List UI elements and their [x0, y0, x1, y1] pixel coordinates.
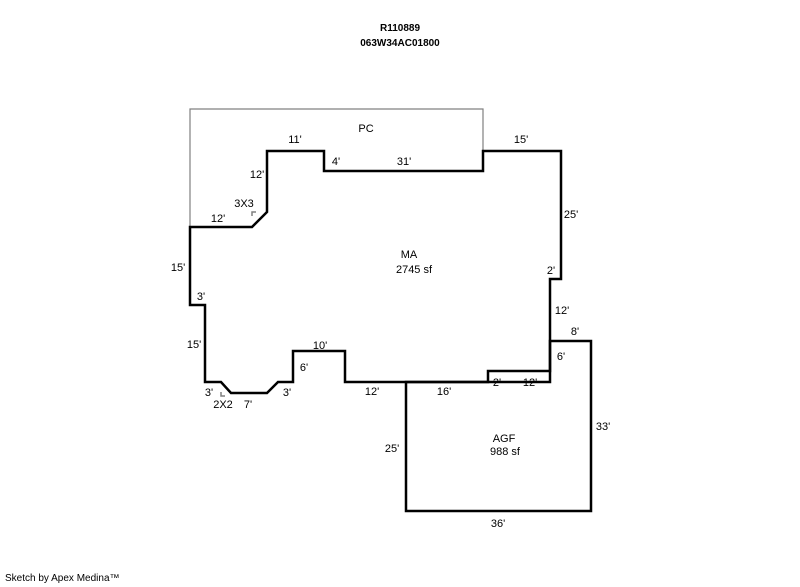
garage-outline: [404, 339, 593, 513]
dimension-label: 3': [205, 387, 213, 399]
dimension-label: 12': [365, 386, 379, 398]
area-label-pc: PC: [358, 123, 373, 135]
dimension-label: 2X2: [213, 399, 233, 411]
main-area-outline: [188, 149, 563, 395]
dimension-label: 12': [211, 213, 225, 225]
map-number: 063W34AC01800: [360, 38, 440, 49]
dimension-label: 7': [244, 399, 252, 411]
dimension-label: 31': [397, 156, 411, 168]
dimension-labels: 11' 4' 31' 12' 12' 3X3 15' 25' 2' 12' 15…: [171, 134, 610, 530]
dimension-label: 3': [197, 291, 205, 303]
bay-marker-icon: [251, 211, 256, 216]
dimension-label: 25': [564, 209, 578, 221]
sketch-credit: Sketch by Apex Medina™: [5, 573, 120, 584]
dimension-label: 6': [300, 362, 308, 374]
bay-marker-icon: [220, 392, 225, 397]
dimension-label: 36': [491, 518, 505, 530]
dimension-label: 16': [437, 386, 451, 398]
dimension-label: 15': [514, 134, 528, 146]
dimension-label: 8': [571, 326, 579, 338]
dimension-label: 3X3: [234, 198, 254, 210]
dimension-label: 33': [596, 421, 610, 433]
dimension-label: 2': [493, 377, 501, 389]
dimension-label: 3': [283, 387, 291, 399]
porch-outline: [189, 108, 484, 227]
area-label-agf: AGF: [493, 433, 516, 445]
area-label-ma: MA: [401, 249, 418, 261]
dimension-label: 6': [557, 351, 565, 363]
dimension-label: 11': [288, 134, 302, 146]
dimension-label: 12': [250, 169, 264, 181]
dimension-label: 2': [547, 265, 555, 277]
dimension-label: 10': [313, 340, 327, 352]
dimension-label: 15': [171, 262, 185, 274]
dimension-label: 4': [332, 156, 340, 168]
dimension-label: 15': [187, 339, 201, 351]
dimension-label: 12': [523, 377, 537, 389]
area-size-agf: 988 sf: [490, 446, 521, 458]
dimension-label: 12': [555, 305, 569, 317]
dimension-label: 25': [385, 443, 399, 455]
parcel-id: R110889: [380, 23, 420, 34]
area-size-ma: 2745 sf: [396, 264, 433, 276]
